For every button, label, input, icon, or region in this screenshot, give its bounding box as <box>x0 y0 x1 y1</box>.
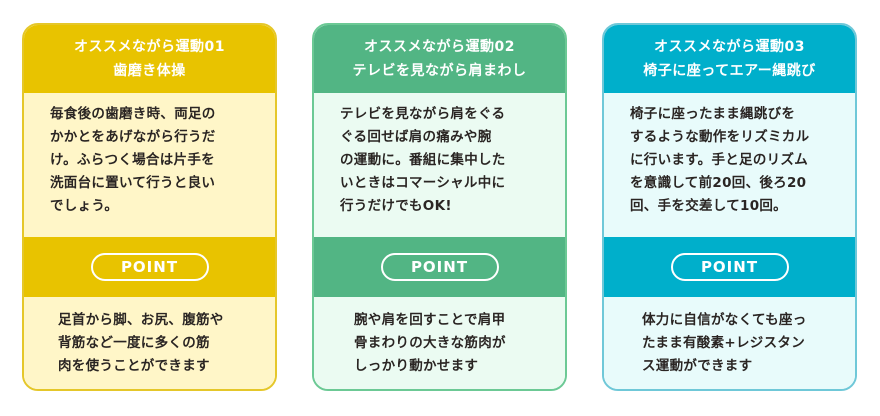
point-badge: POINT <box>380 253 499 281</box>
card-header: オススメながら運動01 歯磨き体操 <box>24 25 275 93</box>
card-description: 椅子に座ったまま縄跳びを するような動作をリズミカル に行います。手と足のリズム… <box>604 93 855 237</box>
point-text: 腕や肩を回すことで肩甲 骨まわりの大きな筋肉が しっかり動かせます <box>314 297 565 389</box>
card-title: テレビを見ながら肩まわし <box>352 63 527 79</box>
card-title-number: オススメながら運動03 <box>654 39 805 55</box>
card-title-number: オススメながら運動02 <box>364 39 515 55</box>
exercise-card-03: オススメながら運動03 椅子に座ってエアー縄跳び 椅子に座ったまま縄跳びを する… <box>602 23 857 391</box>
card-title: 歯磨き体操 <box>113 63 186 79</box>
point-badge: POINT <box>670 253 789 281</box>
card-description: 毎食後の歯磨き時、両足の かかとをあげながら行うだ け。ふらつく場合は片手を 洗… <box>24 93 275 237</box>
exercise-card-02: オススメながら運動02 テレビを見ながら肩まわし テレビを見ながら肩をぐる ぐる… <box>312 23 567 391</box>
point-text: 足首から脚、お尻、腹筋や 背筋など一度に多くの筋 肉を使うことができます <box>24 297 275 389</box>
card-title: 椅子に座ってエアー縄跳び <box>643 63 816 79</box>
point-text: 体力に自信がなくても座っ たまま有酸素+レジスタン ス運動ができます <box>604 297 855 389</box>
point-band: POINT <box>314 237 565 297</box>
point-band: POINT <box>24 237 275 297</box>
point-badge: POINT <box>90 253 209 281</box>
card-header: オススメながら運動03 椅子に座ってエアー縄跳び <box>604 25 855 93</box>
card-header: オススメながら運動02 テレビを見ながら肩まわし <box>314 25 565 93</box>
card-title-number: オススメながら運動01 <box>74 39 225 55</box>
point-band: POINT <box>604 237 855 297</box>
exercise-card-01: オススメながら運動01 歯磨き体操 毎食後の歯磨き時、両足の かかとをあげながら… <box>22 23 277 391</box>
card-description: テレビを見ながら肩をぐる ぐる回せば肩の痛みや腕 の運動に。番組に集中した いと… <box>314 93 565 237</box>
